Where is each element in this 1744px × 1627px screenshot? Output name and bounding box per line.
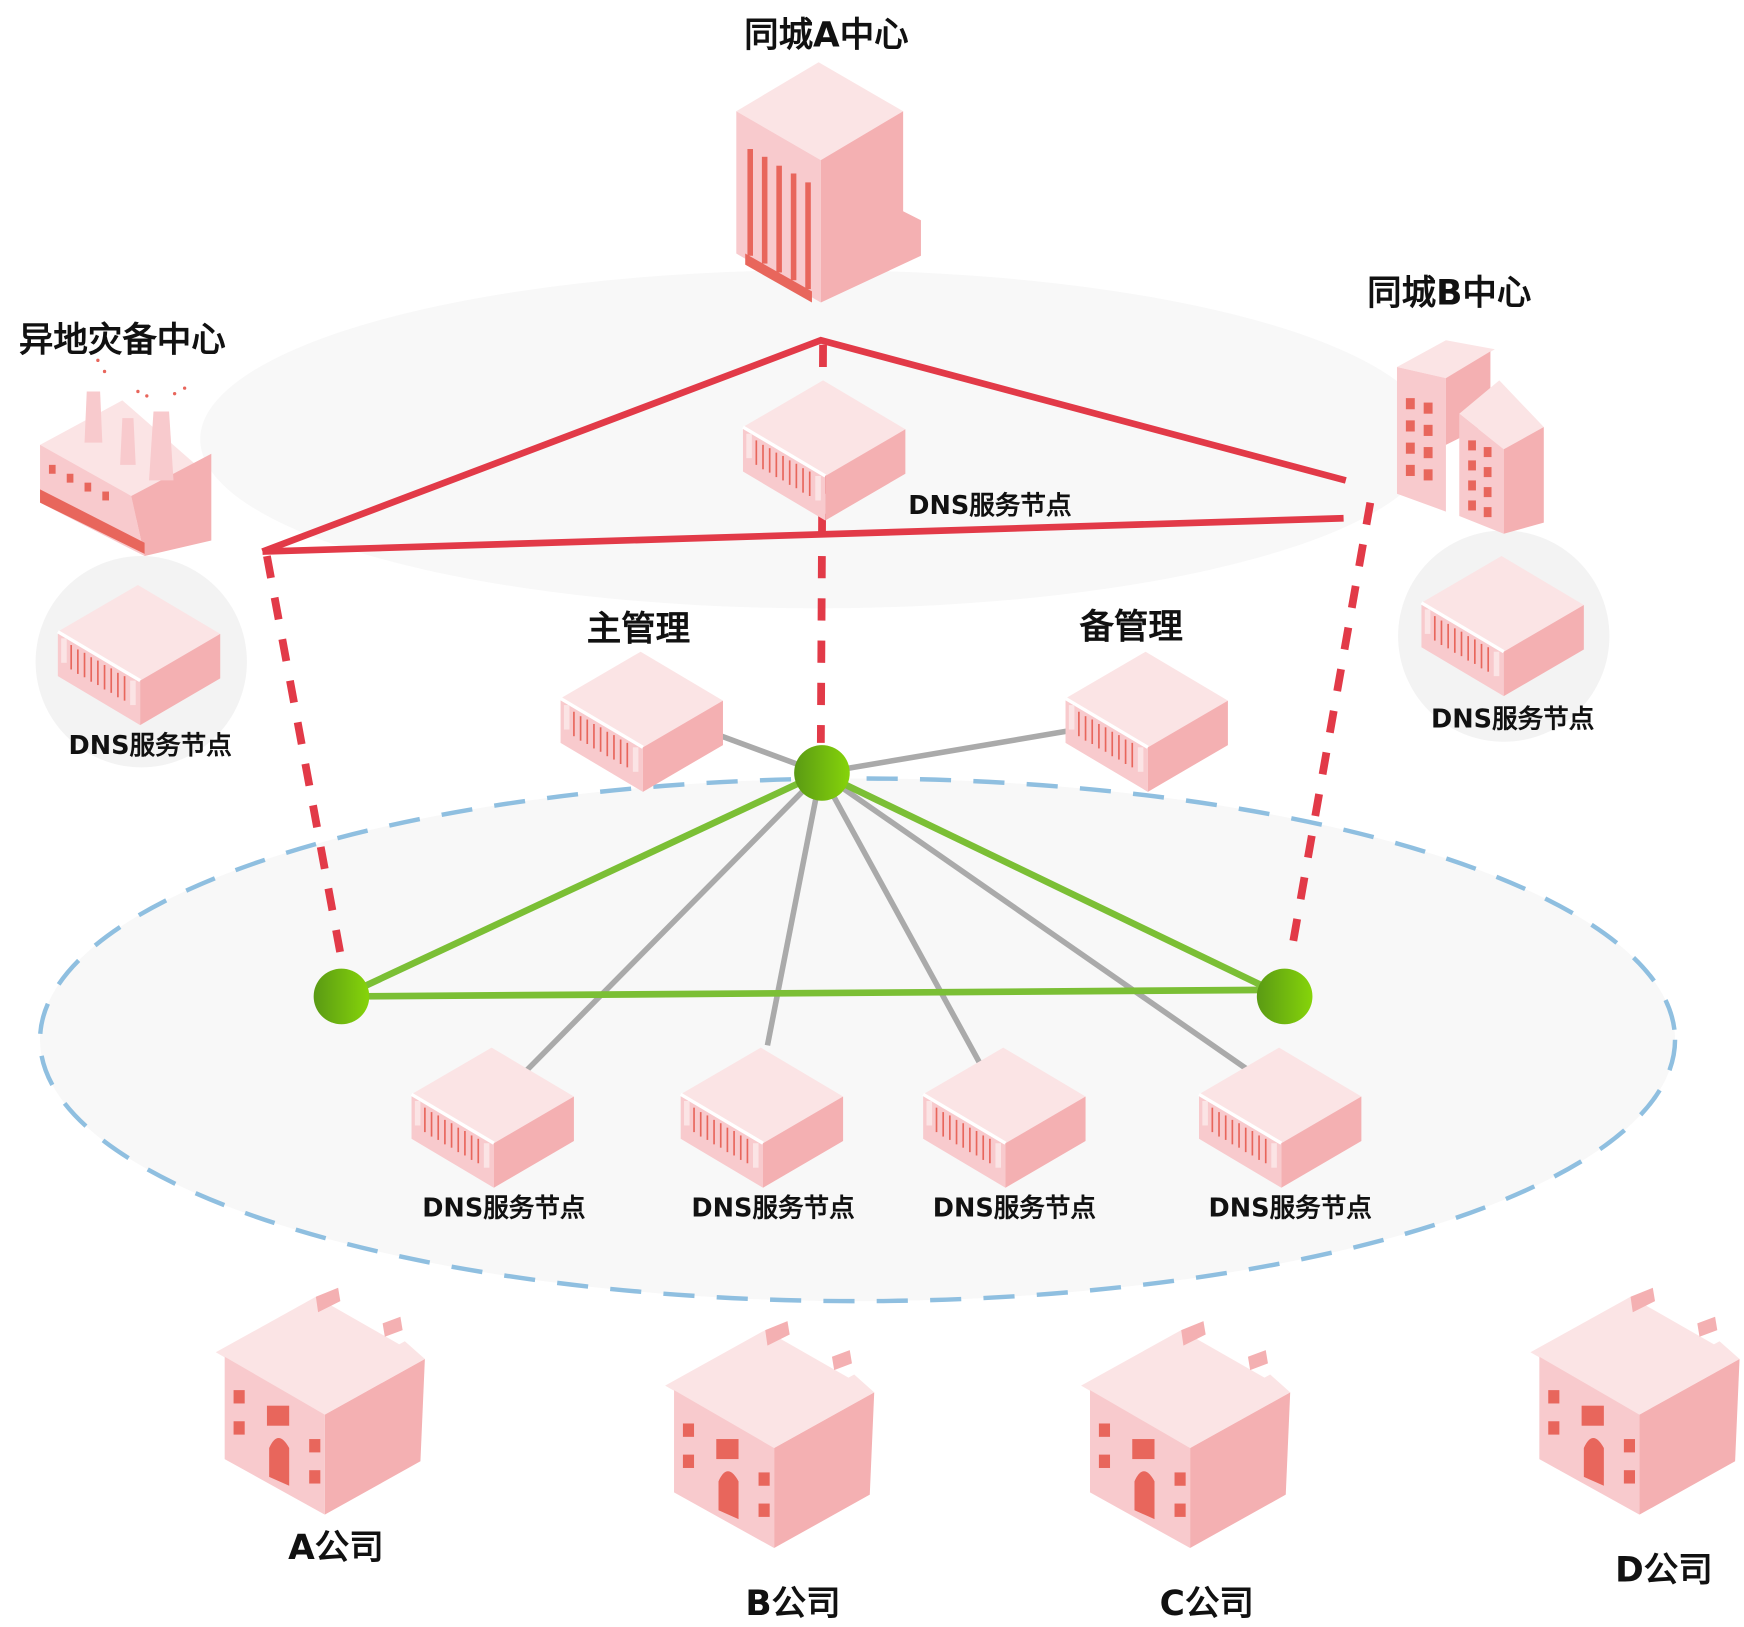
city-b-label: 同城B中心 (1367, 274, 1531, 314)
company-b-building-icon (665, 1321, 875, 1549)
link-dr-to-city-b (262, 514, 1344, 555)
company-a-building-icon (215, 1287, 425, 1515)
disaster-recovery-factory-icon (40, 358, 212, 557)
city-a-node-label: DNS服务节点 (908, 491, 1071, 521)
drop-city-b (1286, 501, 1375, 960)
dr-node-label: DNS服务节点 (69, 731, 232, 761)
backup-mgmt-label: 备管理 (1079, 607, 1182, 647)
disaster-recovery-label: 异地灾备中心 (19, 320, 226, 360)
company-d-label: D公司 (1615, 1550, 1713, 1590)
inter-center-links (261, 336, 1375, 967)
drop-dr (263, 555, 347, 967)
left-hub-node (313, 968, 370, 1025)
primary-mgmt-server-icon (558, 650, 725, 794)
core-hub-node (794, 745, 850, 801)
right-hub-node (1256, 968, 1313, 1025)
city-a-label: 同城A中心 (744, 16, 909, 56)
company-c-label: C公司 (1160, 1584, 1254, 1624)
city-a-building-icon (736, 62, 921, 303)
service-node-label: DNS服务节点 (691, 1194, 854, 1224)
primary-mgmt-label: 主管理 (587, 610, 690, 650)
company-d-building-icon (1530, 1287, 1740, 1515)
company-c-building-icon (1081, 1321, 1291, 1549)
core-zone (37, 776, 1678, 1304)
service-node-label: DNS服务节点 (933, 1194, 1096, 1224)
company-a-label: A公司 (288, 1528, 384, 1568)
service-node-label: DNS服务节点 (1209, 1194, 1372, 1224)
city-b-node-label: DNS服务节点 (1431, 704, 1594, 734)
core-links (341, 769, 1287, 1000)
service-node-label: DNS服务节点 (422, 1194, 585, 1224)
city-b-buildings-icon (1396, 340, 1544, 534)
link-dr-to-city-a (261, 336, 1347, 555)
company-b-label: B公司 (745, 1584, 840, 1624)
backup-mgmt-server-icon (1063, 650, 1230, 794)
